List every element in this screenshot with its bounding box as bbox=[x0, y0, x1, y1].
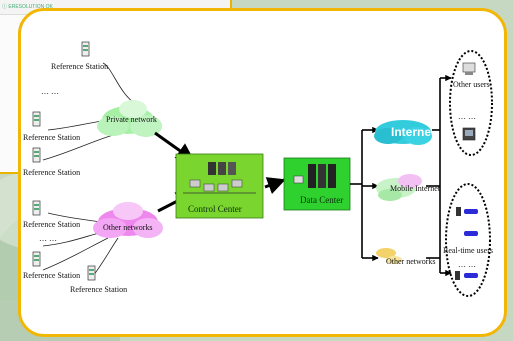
data-center-box: Data Center bbox=[283, 157, 351, 211]
other-networks-cloud-left: Other networks bbox=[93, 202, 163, 238]
realtime-users-ellipsis: … … bbox=[458, 260, 476, 269]
other-networks-cloud-right: Other networks bbox=[376, 248, 436, 266]
private-network-cloud: Private network bbox=[97, 100, 162, 137]
reference-station-1: Reference Station bbox=[51, 41, 108, 71]
receiver-icon bbox=[456, 207, 461, 216]
reference-station-5: Reference Station bbox=[23, 251, 80, 280]
other-users-ellipsis: … … bbox=[458, 112, 476, 121]
ellipsis-bottom: … … bbox=[39, 234, 57, 243]
computer-icon bbox=[462, 62, 476, 73]
other-users-group: Other users … … bbox=[449, 50, 493, 156]
reference-station-label-6: Reference Station bbox=[70, 285, 127, 294]
reference-station-label-3: Reference Station bbox=[23, 168, 80, 177]
receiver-icon bbox=[464, 231, 478, 236]
arrow-control-to-data bbox=[264, 177, 286, 195]
reference-station-4: Reference Station bbox=[23, 200, 80, 229]
other-networks-left-label: Other networks bbox=[103, 223, 153, 232]
distribution-lines bbox=[350, 130, 363, 258]
mobile-internet-label: Mobile Internet bbox=[390, 184, 441, 193]
internet-label: Internet bbox=[391, 125, 435, 139]
control-center-box: Control Center bbox=[175, 153, 264, 219]
private-network-label: Private network bbox=[106, 115, 157, 124]
reference-station-label-2: Reference Station bbox=[23, 133, 80, 142]
user-bracket bbox=[426, 78, 441, 273]
mobile-internet-cloud: Mobile Internet bbox=[376, 174, 441, 201]
background-window-status: ⓘ ERESOLUTION OK bbox=[2, 4, 53, 10]
reference-station-label-5: Reference Station bbox=[23, 271, 80, 280]
reference-station-3: Reference Station bbox=[23, 147, 80, 177]
ellipsis-top: … … bbox=[41, 87, 59, 96]
internet-cloud: Internet bbox=[374, 120, 435, 145]
other-networks-right-label: Other networks bbox=[386, 257, 436, 266]
reference-station-label-1: Reference Station bbox=[51, 62, 108, 71]
data-center-label: Data Center bbox=[300, 195, 343, 205]
realtime-users-group: Real-time users … … bbox=[443, 183, 493, 297]
reference-station-label-4: Reference Station bbox=[23, 220, 80, 229]
network-diagram: Reference Station … … Reference Station … bbox=[23, 41, 493, 297]
receiver-icon bbox=[455, 271, 460, 280]
realtime-users-label: Real-time users bbox=[443, 246, 493, 255]
reference-station-6: Reference Station bbox=[70, 265, 127, 294]
reference-station-2: Reference Station bbox=[23, 111, 80, 142]
other-users-label: Other users bbox=[453, 80, 490, 89]
control-center-label: Control Center bbox=[188, 204, 242, 214]
